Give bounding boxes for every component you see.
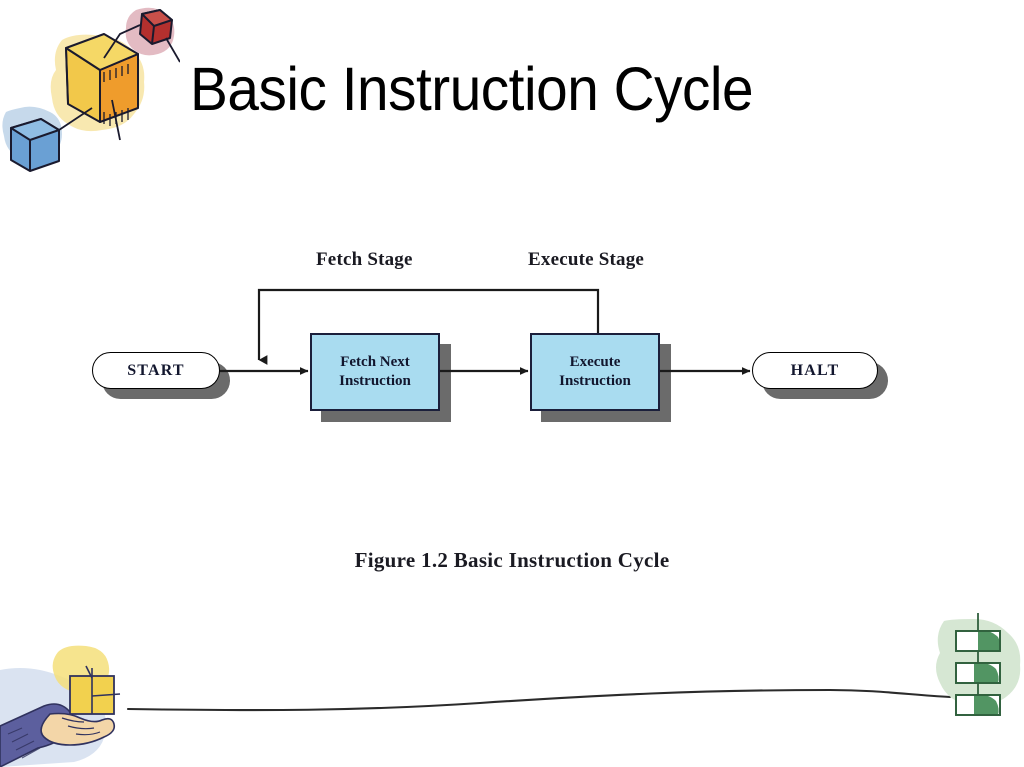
process-fetch-next-instruction: Fetch Next Instruction — [310, 333, 440, 411]
green-box-icon — [955, 662, 1001, 684]
green-box-icon — [955, 694, 1001, 716]
terminator-start-label: START — [127, 361, 185, 379]
stacked-green-boxes-clipart — [936, 613, 1021, 716]
center-box-icon — [65, 33, 139, 126]
flow-connectors — [220, 288, 751, 375]
green-box-icon — [955, 630, 1001, 652]
terminator-halt-label: HALT — [790, 361, 840, 379]
process-execute-instruction: Execute Instruction — [530, 333, 660, 411]
fetch-box-line1: Fetch Next — [340, 353, 410, 370]
execute-box-line1: Execute — [569, 353, 621, 370]
terminator-halt: HALT — [752, 352, 878, 389]
hand-holding-box-clipart — [0, 645, 121, 767]
clipart-connectors — [58, 24, 180, 141]
blue-box-icon — [10, 118, 60, 172]
fetch-box-line2: Instruction — [339, 373, 411, 389]
clipart-watercolor-wash — [2, 7, 175, 161]
red-box-icon — [139, 9, 173, 45]
execute-box-line2: Instruction — [559, 373, 631, 389]
terminator-start: START — [92, 352, 220, 389]
page-title: Basic Instruction Cycle — [190, 55, 754, 123]
network-boxes-clipart — [2, 7, 180, 172]
label-fetch-stage: Fetch Stage — [316, 249, 413, 270]
hand-drawn-curve — [126, 688, 952, 712]
figure-caption: Figure 1.2 Basic Instruction Cycle — [354, 548, 670, 572]
instruction-cycle-diagram: Fetch Stage Execute Stage START HALT Fet… — [0, 230, 1024, 450]
label-execute-stage: Execute Stage — [528, 249, 645, 270]
small-yellow-box-icon — [69, 665, 121, 715]
connector-feedback-loop — [257, 288, 600, 365]
